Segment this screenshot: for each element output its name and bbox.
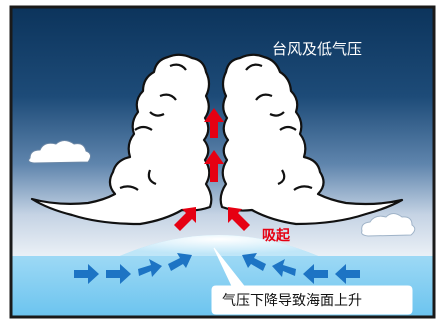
blue-wind-arrows-right (242, 253, 360, 284)
blue-right-arrow-icon (74, 264, 99, 284)
blue-right-arrow-icon (138, 259, 162, 277)
sea-surface-bulge (120, 235, 318, 256)
blue-left-arrow-icon (272, 259, 296, 277)
red-diagonal-arrow-icon (174, 207, 196, 231)
blue-right-arrow-icon (168, 253, 192, 271)
callout-bubble: 气压下降导致海面上升 (211, 247, 413, 315)
blue-right-arrow-icon (106, 264, 131, 284)
red-up-arrow-icon (204, 150, 224, 182)
blue-wind-arrows-left (74, 253, 192, 284)
small-cloud-left (28, 140, 92, 164)
blue-left-arrow-icon (303, 264, 328, 284)
red-up-arrow-icon (204, 108, 224, 138)
storm-cloud-right (219, 53, 404, 226)
red-diagonal-arrow-icon (228, 207, 250, 231)
callout-text: 气压下降导致海面上升 (222, 293, 362, 309)
suction-label: 吸起 (262, 227, 291, 244)
blue-left-arrow-icon (335, 264, 360, 284)
blue-left-arrow-icon (242, 253, 266, 271)
frame-border (9, 5, 436, 319)
small-cloud-right (361, 213, 416, 237)
diagram-title: 台风及低气压 (272, 40, 362, 58)
storm-cloud-left (30, 53, 213, 226)
